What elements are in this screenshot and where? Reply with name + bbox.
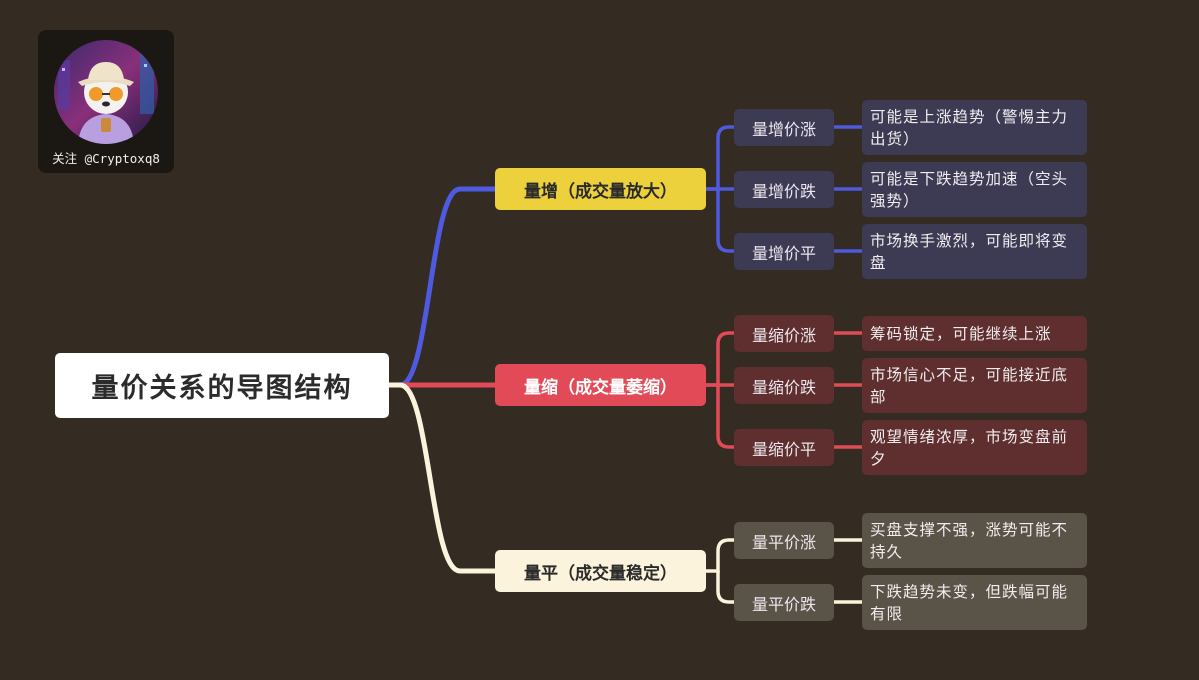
desc-node: 买盘支撑不强，涨势可能不持久 xyxy=(862,513,1087,568)
link-root-flat xyxy=(389,382,495,574)
desc-node: 观望情绪浓厚，市场变盘前夕 xyxy=(862,420,1087,475)
sub-node: 量平价跌 xyxy=(734,584,834,621)
branch-volume-flat: 量平（成交量稳定） xyxy=(495,550,706,592)
sub-node: 量增价跌 xyxy=(734,171,834,208)
root-node: 量价关系的导图结构 xyxy=(55,353,389,418)
sub-node: 量缩价涨 xyxy=(734,315,834,352)
desc-node: 市场信心不足，可能接近底部 xyxy=(862,358,1087,413)
sub-node: 量增价涨 xyxy=(734,109,834,146)
sub-node: 量缩价跌 xyxy=(734,367,834,404)
link-flat-2 xyxy=(716,571,734,604)
sub-node: 量增价平 xyxy=(734,233,834,270)
link-flat-1 xyxy=(706,538,734,573)
branch-volume-increase: 量增（成交量放大） xyxy=(495,168,706,210)
branch-volume-decrease: 量缩（成交量萎缩） xyxy=(495,364,706,406)
link-root-increase xyxy=(389,186,495,388)
desc-node: 市场换手激烈，可能即将变盘 xyxy=(862,224,1087,279)
link-increase-1 xyxy=(706,125,734,191)
desc-node: 下跌趋势未变，但跌幅可能有限 xyxy=(862,575,1087,630)
desc-node: 筹码锁定，可能继续上涨 xyxy=(862,316,1087,351)
avatar-card: 关注 @Cryptoxq8 xyxy=(38,30,174,173)
avatar xyxy=(54,40,158,144)
link-increase-3 xyxy=(716,189,734,253)
link-decrease-1 xyxy=(706,331,734,387)
link-decrease-3 xyxy=(716,385,734,449)
desc-node: 可能是上涨趋势（警惕主力出货） xyxy=(862,100,1087,155)
desc-node: 可能是下跌趋势加速（空头强势） xyxy=(862,162,1087,217)
sub-node: 量平价涨 xyxy=(734,522,834,559)
sub-node: 量缩价平 xyxy=(734,429,834,466)
avatar-handle: 关注 @Cryptoxq8 xyxy=(52,151,160,166)
panda-avatar-icon xyxy=(54,40,158,144)
